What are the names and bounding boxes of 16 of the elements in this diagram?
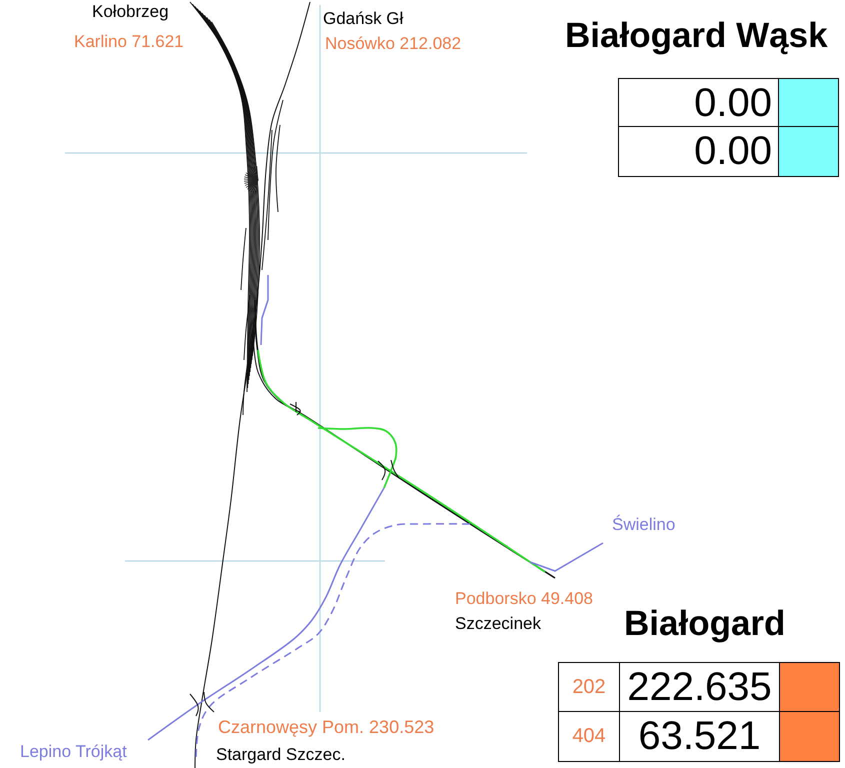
place-label: Świelino [612,516,676,535]
table-cell: 0.00 [618,126,779,176]
place-label: Nosówko 212.082 [325,35,462,54]
place-label: Szczecinek [455,615,541,634]
place-label: Czarnowęsy Pom. 230.523 [218,718,434,738]
place-label: Gdańsk Gł [323,10,404,29]
place-label: Karlino 71.621 [74,33,184,52]
place-label: Podborsko 49.408 [455,590,593,609]
table-cell: 404 [558,710,620,762]
station-heading: Białogard [624,605,786,644]
place-label: Stargard Szczec. [216,746,346,765]
place-label: Lepino Trójkąt [20,743,127,762]
table-cell: 202 [558,662,620,712]
table-cell: 0.00 [618,78,779,127]
station-heading: Białogard Wąsk [565,17,828,56]
place-label: Kołobrzeg [92,3,169,22]
